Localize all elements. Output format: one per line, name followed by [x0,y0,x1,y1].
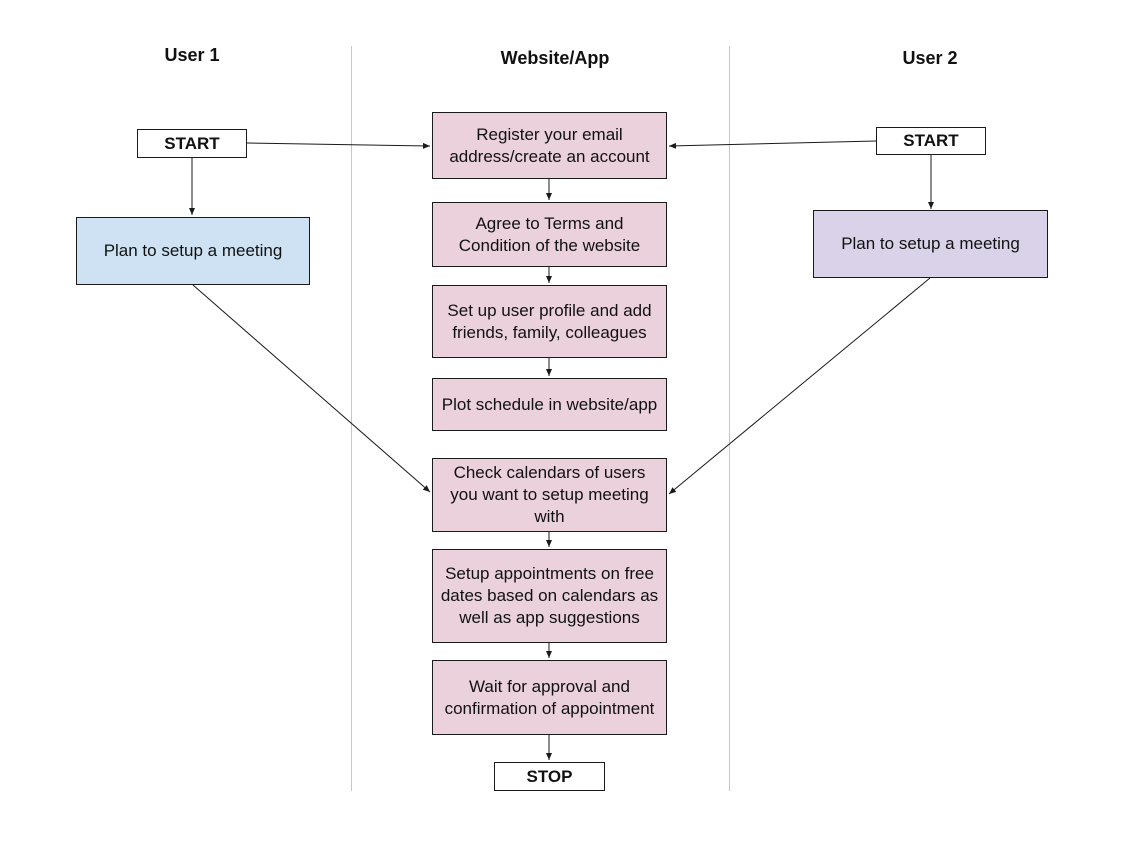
lane-divider-right [729,46,730,791]
lane-title-user2: User 2 [902,48,958,68]
user1-start: START [137,129,247,158]
user2-plan-box: Plan to setup a meeting [813,210,1048,278]
lane-divider-left [351,46,352,791]
lane-title-website: Website/App [500,48,610,68]
step-plot-schedule: Plot schedule in website/app [432,378,667,431]
user1-plan-box: Plan to setup a meeting [76,217,310,285]
step-register-account: Register your email address/create an ac… [432,112,667,179]
stop-terminal: STOP [494,762,605,791]
step-agree-terms: Agree to Terms and Condition of the webs… [432,202,667,267]
step-check-calendars: Check calendars of users you want to set… [432,458,667,532]
step-setup-profile: Set up user profile and add friends, fam… [432,285,667,358]
step-setup-appointments: Setup appointments on free dates based o… [432,549,667,643]
lane-title-user1: User 1 [164,45,220,65]
arrow-user1-start-to-register [246,142,431,149]
step-wait-approval: Wait for approval and confirmation of ap… [432,660,667,735]
user2-start: START [876,127,986,155]
arrow-user2-plan-to-check [668,277,931,495]
arrow-user2-start-to-register [668,140,877,149]
arrow-user1-plan-to-check [192,284,431,493]
